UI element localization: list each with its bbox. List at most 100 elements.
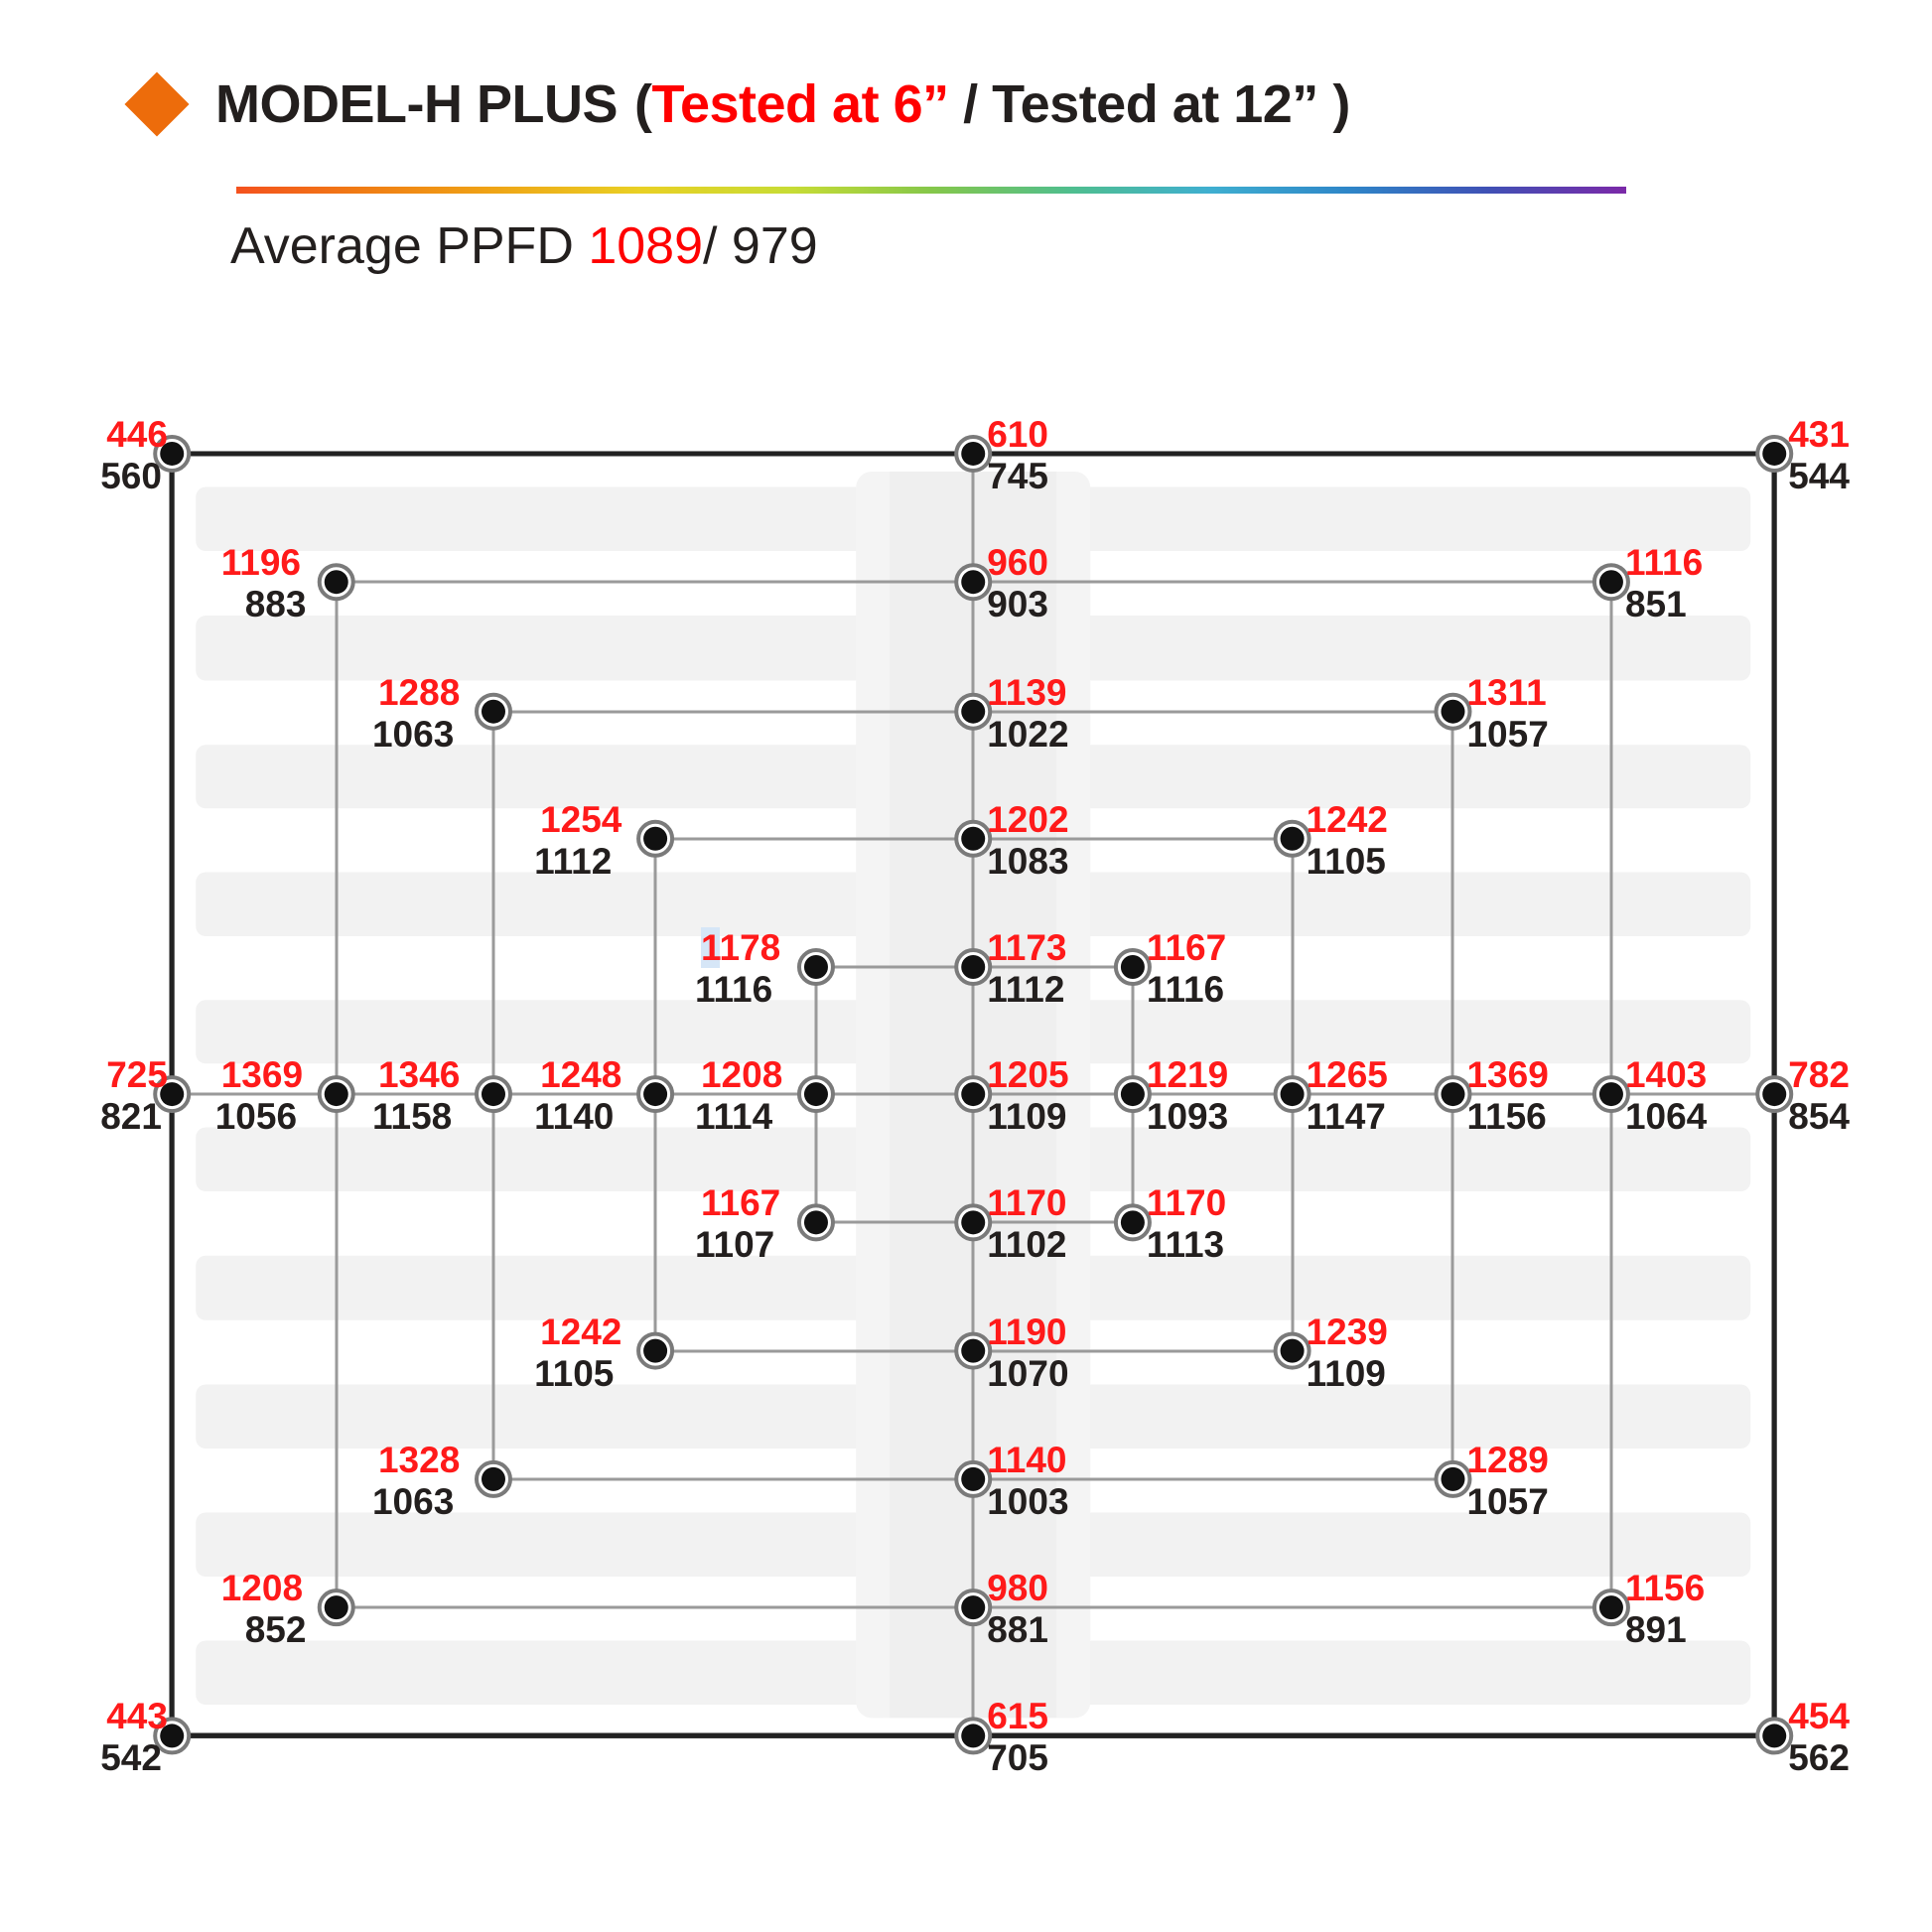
ppfd-value-12in: 1109	[987, 1096, 1067, 1138]
marker-dot	[1120, 1082, 1145, 1107]
page-title: MODEL-H PLUS (Tested at 6” / Tested at 1…	[215, 77, 1350, 131]
marker-dot	[481, 1082, 505, 1107]
marker-dot	[803, 955, 828, 980]
ppfd-value-12in: 1057	[1466, 713, 1549, 755]
data-point-markers	[153, 434, 1794, 1755]
ppfd-value-6in: 1403	[1624, 1054, 1708, 1096]
marker-dot	[961, 955, 986, 980]
marker-dot	[1762, 1082, 1787, 1107]
average-ppfd-row: Average PPFD 1089/ 979	[230, 220, 818, 272]
ppfd-value-12in: 1063	[371, 1480, 455, 1522]
marker-dot	[1598, 570, 1623, 595]
marker-dot	[1762, 441, 1787, 466]
marker-dot	[961, 826, 986, 851]
average-ppfd-value-12in: 979	[731, 217, 818, 275]
ppfd-value-12in: 1022	[987, 713, 1069, 755]
ppfd-value-6in: 1254	[540, 798, 622, 840]
ppfd-value-12in: 562	[1788, 1737, 1850, 1779]
ppfd-value-12in: 1140	[534, 1096, 615, 1138]
ppfd-value-6in: 1205	[987, 1054, 1069, 1096]
marker-dot	[643, 826, 668, 851]
marker-dot	[160, 1082, 185, 1107]
ppfd-value-6in: 1170	[1146, 1182, 1227, 1224]
ppfd-value-12in: 745	[987, 455, 1048, 496]
ppfd-value-6in: 615	[987, 1696, 1048, 1737]
ppfd-value-6in: 960	[987, 542, 1048, 584]
ppfd-value-12in: 1114	[694, 1096, 773, 1138]
ppfd-value-6in: 1208	[700, 1054, 783, 1096]
chart-header: MODEL-H PLUS (Tested at 6” / Tested at 1…	[0, 0, 1932, 298]
ppfd-value-6in: 1369	[220, 1054, 304, 1096]
ppfd-value-12in: 1158	[371, 1096, 453, 1138]
ppfd-value-12in: 1063	[371, 713, 455, 755]
ppfd-value-6in: 610	[987, 413, 1048, 455]
ppfd-value-12in: 1003	[987, 1480, 1069, 1522]
ppfd-value-6in: 431	[1788, 413, 1850, 455]
ppfd-value-6in: 1239	[1306, 1311, 1388, 1352]
ppfd-value-12in: 851	[1624, 584, 1687, 625]
ppfd-value-6in: 1178	[700, 927, 781, 969]
ppfd-value-12in: 1112	[534, 840, 613, 882]
marker-dot	[1120, 1210, 1145, 1235]
ppfd-value-12in: 1107	[694, 1224, 775, 1266]
title-paren-close: )	[1332, 74, 1350, 134]
ppfd-value-6in: 1116	[1624, 542, 1704, 584]
ppfd-value-6in: 1328	[377, 1439, 461, 1480]
average-ppfd-separator: /	[703, 217, 718, 275]
marker-dot	[961, 1338, 986, 1363]
marker-dot	[324, 1082, 348, 1107]
ppfd-value-12in: 1116	[694, 969, 773, 1011]
marker-dot	[643, 1082, 668, 1107]
marker-dot	[1120, 955, 1145, 980]
ppfd-value-12in: 560	[100, 455, 162, 496]
ppfd-value-6in: 443	[106, 1696, 168, 1737]
marker-dot	[643, 1338, 668, 1363]
ppfd-value-12in: 542	[100, 1737, 162, 1779]
ppfd-value-6in: 1173	[987, 927, 1067, 969]
marker-dot	[803, 1082, 828, 1107]
marker-dot	[1280, 1338, 1305, 1363]
marker-dot	[961, 1210, 986, 1235]
marker-dot	[1441, 1082, 1465, 1107]
marker-dot	[481, 699, 505, 724]
ppfd-value-6in: 1139	[987, 671, 1067, 713]
ppfd-value-12in: 903	[987, 584, 1048, 625]
ppfd-value-6in: 1242	[1306, 798, 1388, 840]
title-paren-open: (	[634, 74, 652, 134]
ppfd-value-6in: 1242	[540, 1311, 622, 1352]
marker-dot	[803, 1210, 828, 1235]
ppfd-value-12in: 1056	[214, 1096, 298, 1138]
marker-dot	[961, 1595, 986, 1620]
ppfd-value-12in: 1105	[534, 1352, 615, 1394]
marker-dot	[324, 570, 348, 595]
ppfd-value-12in: 891	[1624, 1609, 1687, 1651]
average-ppfd-label: Average PPFD	[230, 217, 574, 275]
marker-dot	[1598, 1082, 1623, 1107]
ppfd-value-6in: 1346	[377, 1054, 461, 1096]
ppfd-value-6in: 1265	[1306, 1054, 1388, 1096]
marker-dot	[961, 1724, 986, 1748]
marker-dot	[1598, 1595, 1623, 1620]
ppfd-value-12in: 1093	[1146, 1096, 1229, 1138]
ppfd-value-6in: 1170	[987, 1182, 1067, 1224]
spectrum-divider	[236, 187, 1626, 194]
ppfd-value-12in: 1070	[987, 1352, 1069, 1394]
ppfd-value-6in: 454	[1788, 1696, 1850, 1737]
marker-dot	[481, 1466, 505, 1491]
ppfd-value-12in: 854	[1788, 1096, 1850, 1138]
title-row: MODEL-H PLUS (Tested at 6” / Tested at 1…	[124, 71, 1350, 137]
ppfd-value-12in: 852	[244, 1609, 307, 1651]
ppfd-value-12in: 1083	[987, 840, 1069, 882]
ppfd-value-6in: 725	[106, 1054, 168, 1096]
ppfd-value-12in: 881	[987, 1609, 1048, 1651]
ppfd-value-12in: 1057	[1466, 1480, 1549, 1522]
ppfd-value-6in: 446	[106, 413, 168, 455]
ppfd-value-12in: 1156	[1466, 1096, 1547, 1138]
ppfd-value-6in: 1167	[1146, 927, 1227, 969]
title-test-b: Tested at 12”	[992, 74, 1318, 134]
ppfd-value-6in: 1140	[987, 1439, 1067, 1480]
ppfd-value-12in: 1113	[1146, 1224, 1225, 1266]
title-test-a: Tested at 6”	[651, 74, 950, 134]
ppfd-value-6in: 1219	[1146, 1054, 1229, 1096]
